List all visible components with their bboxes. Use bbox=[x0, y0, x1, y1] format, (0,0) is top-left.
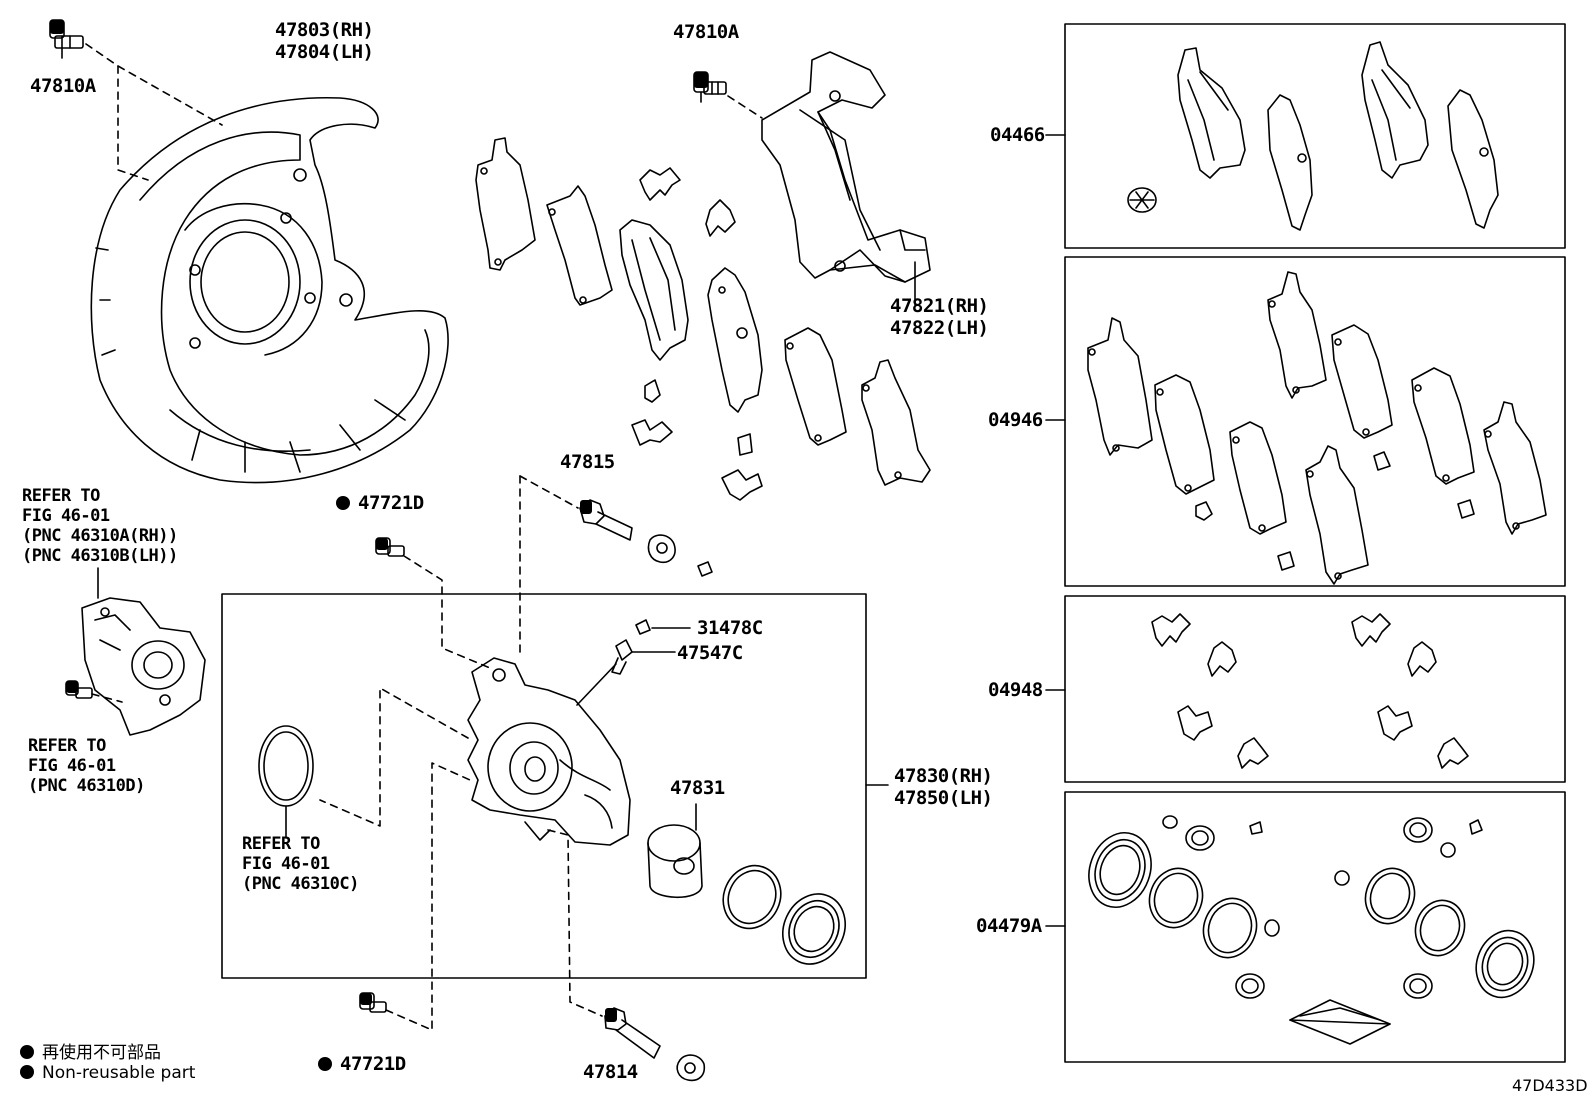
legend-jp: 再使用不可部品 bbox=[20, 1038, 161, 1063]
label-47721d-bottom: 47721D bbox=[318, 1054, 406, 1075]
label-47810a-left: 47810A bbox=[30, 75, 96, 97]
kit-box-04466 bbox=[1065, 24, 1565, 248]
label-47831: 47831 bbox=[670, 777, 725, 799]
non-reusable-marker-icon bbox=[318, 1057, 332, 1071]
legend-jp-text: 再使用不可部品 bbox=[42, 1043, 161, 1063]
label-47803-rh: 47803(RH) bbox=[275, 19, 374, 41]
kit-box-04479a bbox=[1065, 792, 1565, 1062]
label-47830-rh: 47830(RH) bbox=[894, 765, 993, 787]
kit-04946-shims-illustration bbox=[1088, 272, 1546, 584]
refer-top-line2: FIG 46-01 bbox=[22, 506, 110, 526]
label-47721d-top-text: 47721D bbox=[358, 492, 424, 514]
refer-mid-line3: (PNC 46310D) bbox=[28, 776, 145, 796]
non-reusable-marker-icon bbox=[336, 496, 350, 510]
label-47821-rh: 47821(RH) bbox=[890, 295, 989, 317]
caliper-bracket-illustration bbox=[762, 52, 930, 305]
label-04466: 04466 bbox=[990, 124, 1045, 146]
kit-box-04946 bbox=[1065, 257, 1565, 586]
legend-en: Non-reusable part bbox=[20, 1063, 195, 1083]
brake-pads-middle-illustration bbox=[476, 138, 930, 485]
label-04946: 04946 bbox=[988, 409, 1043, 431]
kit-box-04948 bbox=[1065, 596, 1565, 782]
label-47804-lh: 47804(LH) bbox=[275, 41, 374, 63]
label-47721d-top: 47721D bbox=[336, 493, 424, 514]
legend-dot-icon bbox=[20, 1045, 34, 1059]
label-47547c: 47547C bbox=[677, 642, 743, 664]
kit-04466-pads-illustration bbox=[1128, 42, 1498, 230]
kit-04948-clips-illustration bbox=[1152, 614, 1468, 768]
caliper-body-illustration bbox=[468, 476, 630, 845]
piston-47831-illustration bbox=[648, 804, 702, 897]
dust-boot-illustration bbox=[772, 884, 857, 975]
label-47810a-mid: 47810A bbox=[673, 21, 739, 43]
label-47850-lh: 47850(LH) bbox=[894, 787, 993, 809]
bleeder-cap-illustration bbox=[636, 620, 690, 634]
legend-dot-icon bbox=[20, 1065, 34, 1079]
legend-en-text: Non-reusable part bbox=[42, 1063, 196, 1083]
label-31478c: 31478C bbox=[697, 617, 763, 639]
label-47815: 47815 bbox=[560, 451, 615, 473]
label-47721d-bottom-text: 47721D bbox=[340, 1053, 406, 1075]
refer-top-line4: (PNC 46310B(LH)) bbox=[22, 546, 178, 566]
refer-low-line3: (PNC 46310C) bbox=[242, 874, 359, 894]
label-47822-lh: 47822(LH) bbox=[890, 317, 989, 339]
pad-clips-middle-illustration bbox=[632, 168, 762, 500]
guide-pin-47815-illustration bbox=[580, 500, 712, 576]
caliper-assembly-box bbox=[222, 594, 866, 978]
label-47814: 47814 bbox=[583, 1061, 638, 1083]
refer-low-line2: FIG 46-01 bbox=[242, 854, 330, 874]
bleeder-screw-illustration bbox=[612, 640, 675, 674]
kit-04479a-seals-illustration bbox=[1079, 816, 1543, 1044]
refer-low-line1: REFER TO bbox=[242, 834, 320, 854]
diagram-code: 47D433D bbox=[1512, 1076, 1588, 1095]
label-04479a: 04479A bbox=[976, 915, 1042, 937]
dust-shield-illustration bbox=[91, 98, 448, 483]
guide-pin-47814-illustration bbox=[605, 1008, 704, 1080]
refer-mid-line2: FIG 46-01 bbox=[28, 756, 116, 776]
seal-ring-refer-illustration bbox=[259, 726, 313, 838]
parking-actuator-illustration bbox=[82, 568, 205, 735]
refer-mid-line1: REFER TO bbox=[28, 736, 106, 756]
refer-top-line1: REFER TO bbox=[22, 486, 100, 506]
label-04948: 04948 bbox=[988, 679, 1043, 701]
piston-seal-illustration bbox=[713, 856, 791, 938]
refer-top-line3: (PNC 46310A(RH)) bbox=[22, 526, 178, 546]
